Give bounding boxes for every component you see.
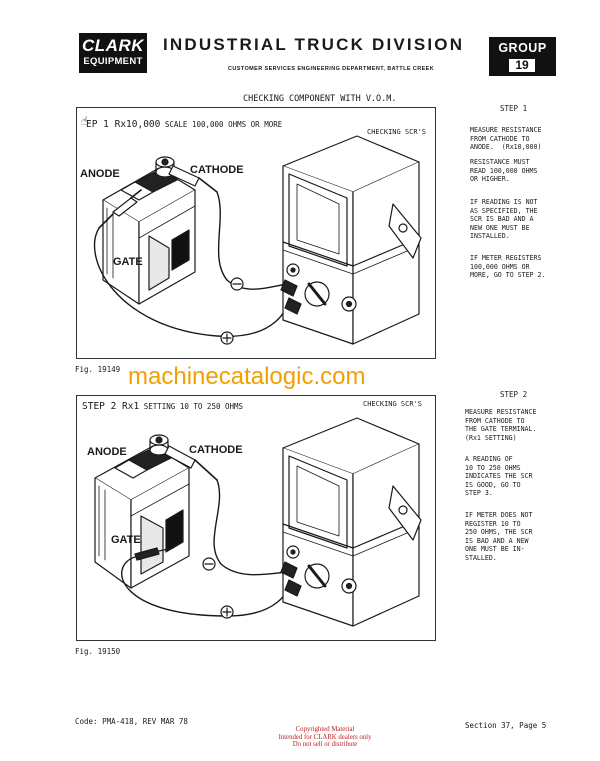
clark-logo: CLARK EQUIPMENT [79,33,147,73]
step-2-range: SETTING 10 TO 250 OHMS [139,402,244,411]
division-title: INDUSTRIAL TRUCK DIVISION [163,35,465,54]
vom-meter-drawing [280,135,422,345]
step-1-paragraph: MEASURE RESISTANCE FROM CATHODE TO ANODE… [470,126,542,152]
step-2-paragraph: MEASURE RESISTANCE FROM CATHODE TO THE G… [465,408,537,442]
figure-1-number: Fig. 19149 [75,365,121,374]
anode-label: ANODE [87,446,127,458]
figure-2-number: Fig. 19150 [75,647,121,656]
group-badge: GROUP 19 [489,37,556,76]
scr-meter-illustration-2 [94,417,422,627]
step-1-paragraph: IF METER REGISTERS 100,000 OHMS OR MORE,… [470,254,546,280]
step-1-heading: STEP 1 [500,104,528,113]
step-2-paragraph: A READING OF 10 TO 250 OHMS INDICATES TH… [465,455,533,498]
figure-step-1: EP 1 Rx10,000 SCALE 100,000 OHMS OR MORE… [76,107,436,359]
copyright-notice: Copyrighted Material Intended for CLARK … [272,726,378,749]
logo-text-equipment: EQUIPMENT [83,56,143,67]
scr-component-drawing [98,156,218,305]
vom-meter-drawing [280,417,422,627]
cathode-label: CATHODE [189,444,243,456]
step-1-range: SCALE 100,000 OHMS OR MORE [160,120,283,129]
document-code: Code: PMA-418, REV MAR 78 [75,717,188,726]
copyright-line: Intended for CLARK dealers only [278,733,372,741]
section-page-number: Section 37, Page 5 [465,721,547,730]
step-1-paragraph: RESISTANCE MUST READ 100,000 OHMS OR HIG… [470,158,538,184]
cathode-label: CATHODE [190,164,244,176]
department-subtitle: CUSTOMER SERVICES ENGINEERING DEPARTMENT… [228,66,435,72]
hand-cursor-icon: ☝ [81,114,89,128]
step-2-heading: STEP 2 [500,390,528,399]
anode-label: ANODE [80,168,120,180]
group-number: 19 [509,59,535,72]
step-2-scale: STEP 2 Rx1 [82,401,140,412]
checking-scrs-label: CHECKING SCR'S [363,400,423,408]
document-title: CHECKING COMPONENT WITH V.O.M. [243,94,397,104]
scr-component-drawing [94,434,218,589]
logo-text-clark: CLARK [82,36,144,55]
gate-label: GATE [113,256,143,268]
step-2-scale-caption: STEP 2 Rx1 SETTING 10 TO 250 OHMS [82,401,243,412]
checking-scrs-label: CHECKING SCR'S [367,128,427,136]
watermark-text: machinecatalogic.com [128,363,366,390]
step-1-paragraph: IF READING IS NOT AS SPECIFIED, THE SCR … [470,198,538,241]
copyright-line: Do not sell or distribute [292,741,358,749]
gate-label: GATE [111,534,141,546]
figure-step-2: STEP 2 Rx1 SETTING 10 TO 250 OHMS CHECKI… [76,395,436,641]
step-1-scale: EP 1 Rx10,000 [86,119,161,130]
step-2-paragraph: IF METER DOES NOT REGISTER 10 TO 250 OHM… [465,511,533,562]
scr-meter-illustration-1 [94,135,422,345]
step-1-scale-caption: EP 1 Rx10,000 SCALE 100,000 OHMS OR MORE [86,119,282,130]
group-label: GROUP [498,41,547,55]
copyright-line: Copyrighted Material [295,726,355,733]
